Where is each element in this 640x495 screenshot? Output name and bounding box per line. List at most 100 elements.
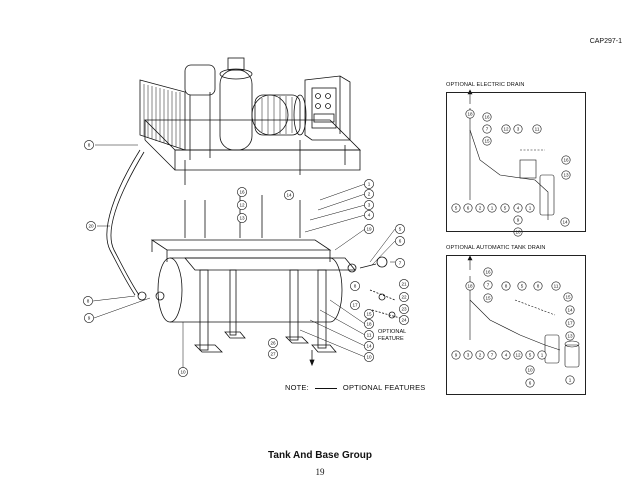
callout-bubble: 17 [565,318,575,328]
callout-bubble: 4 [501,350,511,360]
callout-bubble: 12 [237,200,247,210]
callout-bubble: 6 [525,378,535,388]
optional-feature-label: OPTIONAL FEATURE [378,329,406,343]
callout-label: 6 [399,239,402,244]
callout-label: 7 [486,127,489,132]
legend-note: NOTE: OPTIONAL FEATURES [285,383,426,392]
callout-bubble: 5 [451,203,461,213]
callout-label: 18 [467,284,473,289]
callout-label: 16 [563,158,569,163]
callout-label: 16 [239,190,245,195]
callout-label: 10 [515,230,521,235]
main-callouts: 8 20 8 9 16 12 13 14 1 2 3 4 19 5 6 7 8 … [83,140,409,377]
callout-label: 1 [569,378,572,383]
callout-bubble: 5 [517,281,527,291]
callout-bubble: 1 [537,350,547,360]
callout-bubble: 1 [525,203,535,213]
callout-label: 5 [529,353,532,358]
callout-bubble: 9 [84,313,94,323]
document-code: CAP297-1 [589,38,622,45]
optional-feature-line-1: OPTIONAL [378,329,407,335]
callout-label: 27 [270,352,276,357]
callout-label: 16 [485,270,491,275]
callout-label: 1 [368,182,371,187]
callout-bubble: 14 [560,217,570,227]
callout-label: 14 [562,220,568,225]
callout-bubble: 4 [513,203,523,213]
callout-bubble: 5 [500,203,510,213]
callout-label: 10 [366,355,372,360]
callout-label: 16 [484,115,490,120]
callout-label: 13 [567,334,573,339]
callout-label: 1 [529,206,532,211]
callout-bubble: 8 [350,281,360,291]
callout-label: 14 [366,344,372,349]
callout-label: 17 [352,303,358,308]
compressor-package [139,57,361,185]
callout-label: 17 [567,321,573,326]
callout-bubble: 13 [561,170,571,180]
callout-label: 5 [521,284,524,289]
callout-label: 18 [467,112,473,117]
callout-label: 11 [535,127,540,132]
callout-bubble: 6 [463,203,473,213]
callout-bubble: 23 [399,304,409,314]
callout-label: 14 [286,193,292,198]
callout-bubble: 27 [268,349,278,359]
automatic-tank-drain-box [446,255,586,395]
callout-bubble: 10 [513,227,523,237]
callout-label: 8 [354,284,357,289]
callout-bubble: 6 [395,236,405,246]
callout-bubble: 11 [532,124,542,134]
callout-bubble: 7 [483,280,493,290]
callout-label: 15 [565,295,571,300]
callout-label: 19 [366,227,372,232]
callout-bubble: 12 [513,350,523,360]
callout-bubble: 8 [83,296,93,306]
callout-bubble: 15 [482,136,492,146]
callout-label: 11 [554,284,559,289]
callout-label: 12 [515,353,521,358]
callout-label: 21 [401,282,407,287]
callout-bubble: 9 [513,215,523,225]
callout-bubble: 2 [475,350,485,360]
note-label: NOTE: [285,383,309,392]
callout-bubble: 19 [364,224,374,234]
callout-bubble: 13 [565,331,575,341]
callout-label: 15 [366,312,372,317]
callout-label: 8 [88,143,91,148]
callout-bubble: 16 [482,112,492,122]
callout-bubble: 7 [482,124,492,134]
callout-bubble: 7 [395,258,405,268]
note-text: OPTIONAL FEATURES [342,383,426,392]
electric-drain-box [446,92,586,232]
callout-label: 12 [503,127,509,132]
optional-feature-line-2: FEATURE [378,336,404,342]
callout-bubble: 14 [364,341,374,351]
callout-label: 8 [505,284,508,289]
callout-bubble: 11 [364,330,374,340]
callout-label: 13 [239,216,245,221]
callout-bubble: 14 [284,190,294,200]
callout-label: 1 [491,206,494,211]
callout-bubble: 8 [533,281,543,291]
callout-label: 4 [505,353,508,358]
callout-label: 1 [541,353,544,358]
callout-label: 8 [537,284,540,289]
callout-label: 18 [366,322,372,327]
callout-label: 12 [239,203,245,208]
callout-label: 5 [504,206,507,211]
callout-label: 24 [401,318,407,323]
callout-label: 8 [87,299,90,304]
callout-bubble: 2 [364,189,374,199]
callout-bubble: 16 [237,187,247,197]
callout-bubble: 12 [501,124,511,134]
callout-bubble: 1 [487,203,497,213]
page-number: 19 [315,467,325,477]
callout-label: 14 [567,308,573,313]
callout-label: 3 [467,353,470,358]
callout-bubble: 20 [86,221,96,231]
electric-drain-drawing [467,89,555,220]
callout-bubble: 21 [399,279,409,289]
callout-bubble: 3 [513,124,523,134]
